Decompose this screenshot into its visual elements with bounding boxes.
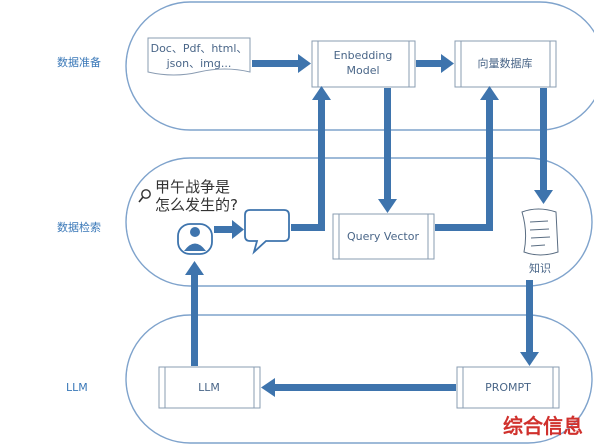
vector-database-box: 向量数据库 [454, 40, 557, 88]
query-vector-box: Query Vector [332, 213, 435, 260]
lane-label-search: 数据检索 [57, 220, 101, 234]
lane-llm [125, 314, 593, 444]
embedding-model-label-line2: Model [346, 64, 379, 77]
arrow-prompt-to-llm [261, 378, 456, 397]
watermark-text: 综合信息 [503, 414, 583, 438]
query-vector-label: Query Vector [347, 230, 419, 243]
lane-label-prep: 数据准备 [57, 55, 101, 69]
llm-box-label: LLM [198, 381, 220, 394]
arrow-docs-to-embedding [252, 54, 311, 73]
prompt-box: PROMPT [456, 366, 560, 409]
arrow-user-to-chat [214, 220, 244, 239]
arrow-embedding-to-vectordb [416, 54, 454, 73]
arrow-chat-to-embedding [291, 86, 331, 231]
vector-database-label: 向量数据库 [478, 56, 533, 70]
knowledge-label: 知识 [529, 261, 551, 275]
arrow-knowledge-to-prompt [520, 280, 539, 366]
documents-node: Doc、Pdf、html、 json、img... [147, 37, 251, 76]
user-avatar-icon [177, 223, 213, 255]
prompt-label: PROMPT [485, 381, 531, 394]
lane-label-llm: LLM [66, 381, 88, 394]
embedding-model-box: Enbedding Model [311, 40, 416, 88]
search-icon [138, 189, 151, 203]
documents-label-line1: Doc、Pdf、html、 [151, 42, 248, 55]
embedding-model-label-line1: Enbedding [334, 49, 393, 62]
arrow-vectordb-to-knowledge [534, 88, 553, 204]
arrow-queryvector-to-vectordb [435, 86, 499, 231]
arrow-embedding-to-queryvector [378, 88, 397, 213]
question-line2: 怎么发生的? [155, 196, 238, 214]
arrow-llm-to-user [185, 261, 204, 366]
knowledge-document-icon [521, 208, 559, 256]
documents-label-line2: json、img... [166, 57, 232, 70]
llm-box: LLM [158, 366, 261, 409]
question-line1: 甲午战争是 [155, 178, 230, 196]
chat-bubble-icon [244, 209, 290, 255]
